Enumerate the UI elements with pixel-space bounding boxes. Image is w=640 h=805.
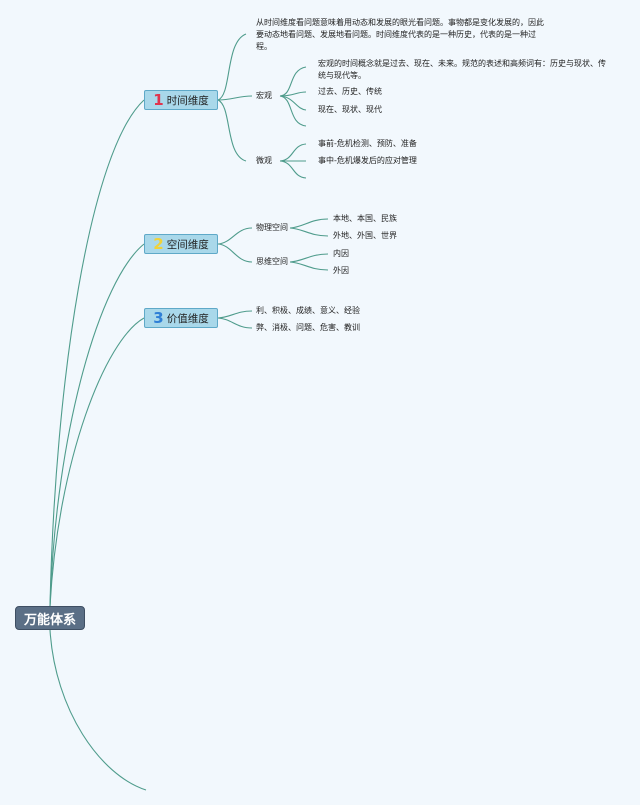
branch-number: 1 [153,90,164,109]
micro-item: 事前-危机检测、预防、准备 [318,139,417,148]
mental-space-label: 思维空间 [256,257,288,266]
time-intro-text: 从时间维度看问题意味着用动态和发展的眼光看问题。事物都是变化发展的，因此要动态地… [256,18,544,51]
link-root-branch2 [49,243,145,607]
micro-label: 微观 [256,156,272,165]
root-node[interactable]: 万能体系 [15,606,85,630]
physical-space-item: 外地、外国、世界 [333,231,397,240]
mental-space-item: 外因 [333,266,349,275]
physical-space-label: 物理空间 [256,223,288,232]
macro-item: 宏观的时间概念就是过去、现在、未来。规范的表述和高频词有：历史与现状、传统与现代… [318,59,606,80]
macro-label: 宏观 [256,91,272,100]
branch-number: 3 [153,308,164,327]
branch-number: 2 [153,234,164,253]
macro-item: 过去、历史、传统 [318,87,382,96]
branch-label: 时间维度 [166,94,209,107]
micro-item: 事中-危机爆发后的应对管理 [318,156,417,165]
branch-space-dimension[interactable]: 2 空间维度 [144,234,218,254]
value-item: 利、积极、成绩、意义、经验 [256,306,360,315]
mental-space-item: 内因 [333,249,349,258]
link-time-intro [217,33,247,101]
macro-item: 现在、现状、现代 [318,105,382,114]
branch-label: 空间维度 [166,238,209,251]
value-item: 弊、消极、问题、危害、教训 [256,323,360,332]
link-time-micro [217,99,247,162]
branch-label: 价值维度 [166,312,209,325]
branch-value-dimension[interactable]: 3 价值维度 [144,308,218,328]
link-root-branch3 [49,317,145,607]
branch-time-dimension[interactable]: 1 时间维度 [144,90,218,110]
physical-space-item: 本地、本国、民族 [333,214,397,223]
root-label: 万能体系 [23,612,76,628]
link-root-empty [49,629,147,791]
link-root-branch1 [49,99,145,607]
link-time-macro [217,95,253,101]
